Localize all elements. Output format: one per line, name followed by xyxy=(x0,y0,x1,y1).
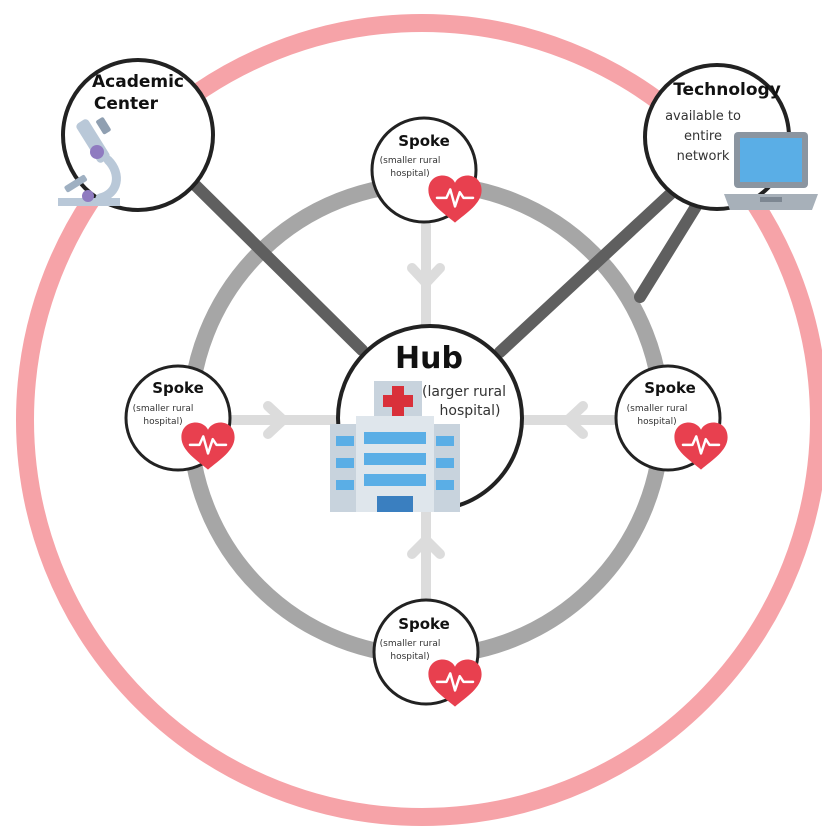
academic-title-line1: Academic xyxy=(92,72,184,92)
technology-desc-line2: entire xyxy=(684,129,722,144)
spoke-arrows xyxy=(225,220,627,610)
spoke-node-bottom: Spoke (smaller rural hospital) xyxy=(372,598,483,708)
microscope-icon xyxy=(58,117,121,206)
spoke-node-left: Spoke (smaller rural hospital) xyxy=(124,364,236,472)
spoke-node-top: Spoke (smaller rural hospital) xyxy=(370,116,483,224)
hub-desc-line2: hospital) xyxy=(440,403,501,419)
academic-center-node: Academic Center xyxy=(58,58,215,212)
spoke-bottom-title: Spoke xyxy=(398,615,450,633)
technology-desc-line3: network xyxy=(677,149,730,164)
spoke-left-title: Spoke xyxy=(152,379,204,397)
hub-desc-line1: (larger rural xyxy=(422,384,506,400)
spoke-bottom-desc-line1: (smaller rural xyxy=(380,639,441,649)
spoke-top-title: Spoke xyxy=(398,132,450,150)
spoke-bottom-desc-line2: hospital) xyxy=(390,652,429,662)
laptop-icon xyxy=(724,132,818,210)
spoke-left-desc-line1: (smaller rural xyxy=(133,404,194,414)
outer-network-ring xyxy=(16,14,822,826)
technology-title: Technology xyxy=(673,80,781,100)
spoke-right-desc-line2: hospital) xyxy=(637,417,676,427)
hub-node: Hub (larger rural hospital) xyxy=(330,324,524,512)
spoke-node-right: Spoke (smaller rural hospital) xyxy=(614,364,729,472)
academic-title-line2: Center xyxy=(94,94,159,114)
technology-node: Technology available to entire network xyxy=(643,63,818,211)
hub-title: Hub xyxy=(395,341,463,376)
spoke-top-desc-line2: hospital) xyxy=(390,169,429,179)
spoke-right-title: Spoke xyxy=(644,379,696,397)
connector-lines xyxy=(184,174,706,358)
spoke-right-desc-line1: (smaller rural xyxy=(627,404,688,414)
spoke-left-desc-line2: hospital) xyxy=(143,417,182,427)
hospital-building-icon xyxy=(330,381,460,512)
technology-desc-line1: available to xyxy=(665,109,741,124)
spoke-top-desc-line1: (smaller rural xyxy=(380,156,441,166)
